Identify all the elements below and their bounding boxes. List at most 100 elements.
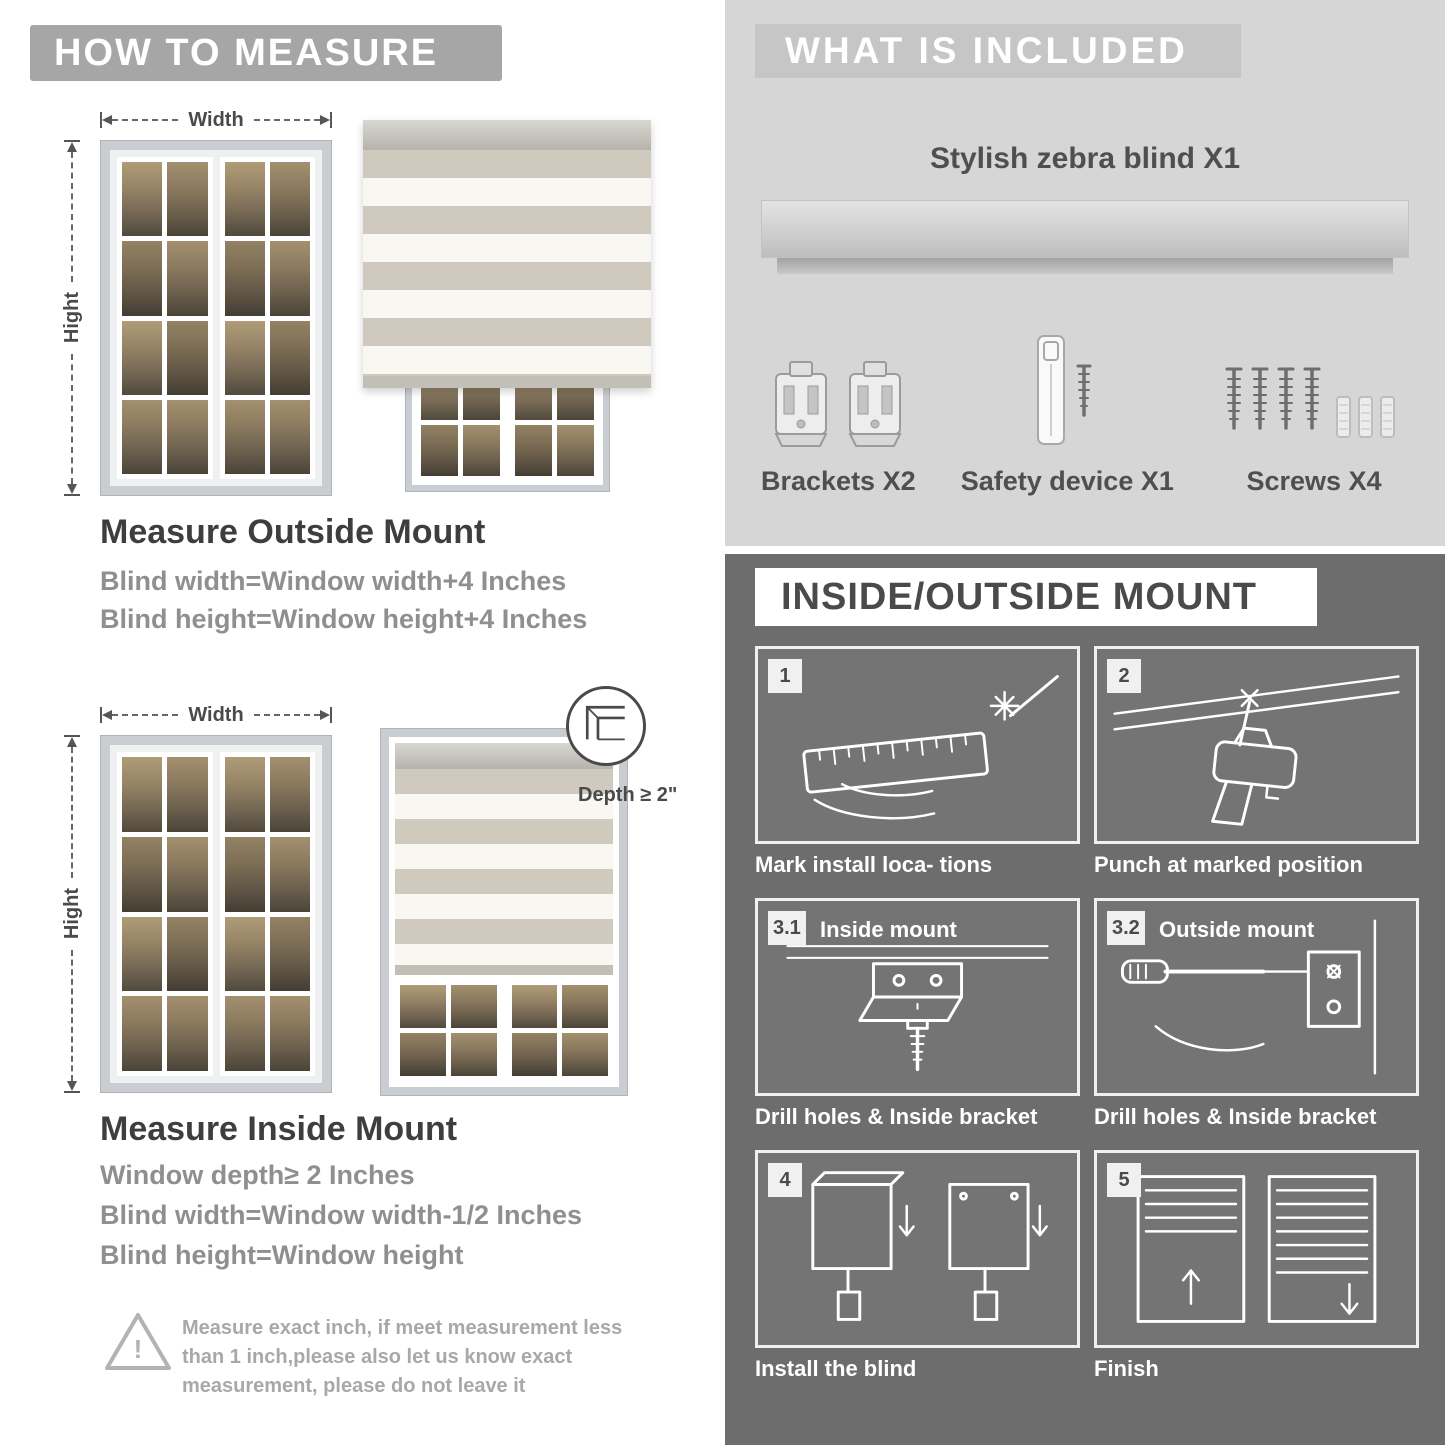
window-sash	[219, 157, 315, 479]
step-caption: Install the blind	[755, 1356, 917, 1381]
included-item-screws: Screws X4	[1219, 318, 1409, 497]
outside-mount-label: Outside mount	[1159, 917, 1315, 942]
arrow-right-icon	[320, 710, 331, 720]
window-pane	[122, 320, 163, 395]
window-sash	[219, 752, 315, 1076]
safety-device-label: Safety device X1	[960, 466, 1174, 496]
window-pane	[269, 996, 310, 1071]
brackets-icons	[761, 318, 916, 450]
depth-callout-circle	[566, 686, 646, 766]
window-sash	[506, 980, 613, 1081]
window-pane	[511, 985, 558, 1028]
window-pane	[400, 1033, 446, 1076]
inside-outside-mount-header: INSIDE/OUTSIDE MOUNT	[755, 568, 1317, 626]
window-pane	[511, 1033, 558, 1076]
zebra-blind	[363, 120, 651, 388]
window-pane	[450, 1033, 497, 1076]
bracket-icon	[848, 361, 902, 447]
dimension-tick	[100, 112, 102, 128]
window-pane	[167, 162, 208, 237]
arrow-up-icon	[67, 142, 77, 152]
outside-height-formula: Blind height=Window height+4 Inches	[100, 604, 588, 634]
arrow-up-icon	[67, 737, 77, 747]
blind-stripes	[363, 150, 651, 376]
zebra-blind	[395, 743, 613, 975]
height-dimension-outside: Hight	[61, 140, 83, 496]
blind-headrail	[363, 120, 651, 150]
dimension-line	[71, 353, 73, 484]
window-pane	[562, 985, 608, 1028]
installation-steps: 1 Mark install loca- tions	[755, 646, 1419, 1402]
step-number: 1	[768, 659, 802, 693]
screws-label: Screws X4	[1246, 466, 1382, 496]
bracket-icon	[774, 361, 828, 447]
window-pane	[400, 985, 446, 1028]
step-2-box: 2	[1094, 646, 1419, 844]
step-3-1: 3.1 Inside mount	[755, 898, 1080, 1150]
inside-height-formula: Blind height=Window height	[100, 1240, 464, 1270]
dimension-line	[253, 714, 321, 716]
window-pane	[122, 162, 163, 237]
height-label: Hight	[60, 292, 83, 344]
inside-mount-label: Inside mount	[820, 917, 957, 942]
window-frame	[389, 737, 619, 1087]
window-pane	[122, 996, 163, 1071]
step-5-box: 5	[1094, 1150, 1419, 1348]
step-number: 5	[1107, 1163, 1141, 1197]
included-item-brackets: Brackets X2	[761, 318, 916, 497]
window-pane	[167, 916, 208, 992]
dimension-line	[71, 949, 73, 1081]
safety-device-icon	[1037, 335, 1092, 445]
window-illustration-outside	[100, 140, 332, 496]
inside-bracket-illustration	[786, 945, 1049, 1072]
blind-item-label: Stylish zebra blind X1	[929, 142, 1241, 175]
dimension-tick	[64, 735, 80, 737]
step-5: 5 Finish	[1094, 1150, 1419, 1402]
dimension-line	[253, 119, 321, 121]
blind-bottomrail	[395, 965, 613, 975]
ruler-marking-illustration	[802, 675, 1059, 820]
window-pane	[269, 399, 310, 474]
window-pane	[269, 320, 310, 395]
brackets-label: Brackets X2	[761, 466, 916, 496]
outside-bracket-illustration	[1120, 919, 1377, 1075]
dimension-line	[71, 152, 73, 283]
window-pane	[167, 757, 208, 832]
window-pane	[122, 399, 163, 474]
dimension-tick	[330, 112, 333, 128]
dimension-tick	[64, 1091, 80, 1093]
depth-label: Depth ≥ 2"	[578, 784, 678, 806]
window-corner-detail-icon	[585, 705, 625, 741]
window-pane	[515, 424, 552, 476]
window-sash	[117, 157, 213, 479]
window-pane	[269, 836, 310, 912]
window-pane	[122, 757, 163, 832]
inside-width-formula: Blind width=Window width-1/2 Inches	[100, 1200, 583, 1230]
window-pane	[224, 836, 265, 912]
window-pane	[450, 985, 497, 1028]
step-3-2: 3.2 Outside mount	[1094, 898, 1419, 1150]
arrow-left-icon	[102, 115, 112, 125]
dimension-line	[71, 747, 73, 879]
window-pane	[557, 424, 594, 476]
step-3-1-box: 3.1 Inside mount	[755, 898, 1080, 1096]
window-pane	[122, 836, 163, 912]
included-item-safety-device: Safety device X1	[961, 318, 1174, 497]
height-dimension-inside: Hight	[61, 735, 83, 1093]
included-items: Brackets X2 Safety device X	[761, 318, 1409, 497]
blind-bottomrail	[363, 376, 651, 388]
step-caption: Mark install loca- tions	[755, 852, 993, 877]
window-pane	[224, 241, 265, 316]
dimension-line	[112, 714, 179, 716]
outside-width-formula: Blind width=Window width+4 Inches	[100, 566, 567, 596]
width-dimension-outside: Width	[100, 109, 333, 131]
step-1-box: 1	[755, 646, 1080, 844]
inside-outside-mount-section: INSIDE/OUTSIDE MOUNT 1	[725, 554, 1445, 1445]
warning-text: Measure exact inch, if meet measurement …	[182, 1317, 623, 1397]
window-pane	[269, 162, 310, 237]
zebra-blind-headrail-lip	[777, 258, 1393, 274]
window-frame	[110, 745, 322, 1083]
window-pane	[269, 241, 310, 316]
width-label: Width	[188, 703, 244, 726]
step-number: 4	[768, 1163, 802, 1197]
